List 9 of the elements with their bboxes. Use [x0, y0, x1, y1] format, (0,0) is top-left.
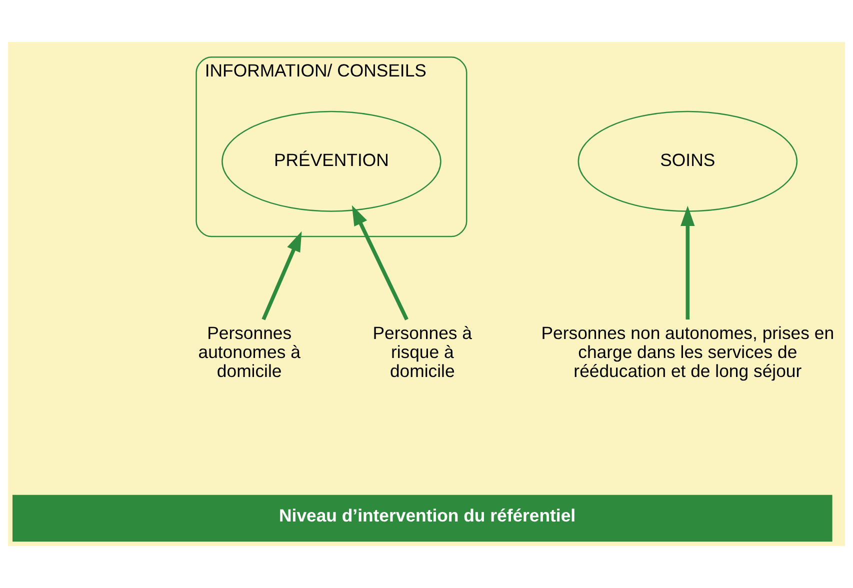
node-text: Personnes à risque à domicile	[372, 323, 472, 381]
arrow	[352, 205, 408, 320]
node-ellipse: PRÉVENTION	[222, 110, 442, 212]
node-box: Niveau d’intervention du référentiel	[12, 494, 832, 542]
node-text: Personnes autonomes à domicile	[198, 323, 300, 381]
arrow	[680, 206, 695, 320]
arrow	[262, 231, 302, 320]
node-text: Personnes non autonomes, prises en charge dans les services de rééducation et de long séjour	[541, 323, 834, 381]
node-ellipse: SOINS	[578, 110, 798, 212]
